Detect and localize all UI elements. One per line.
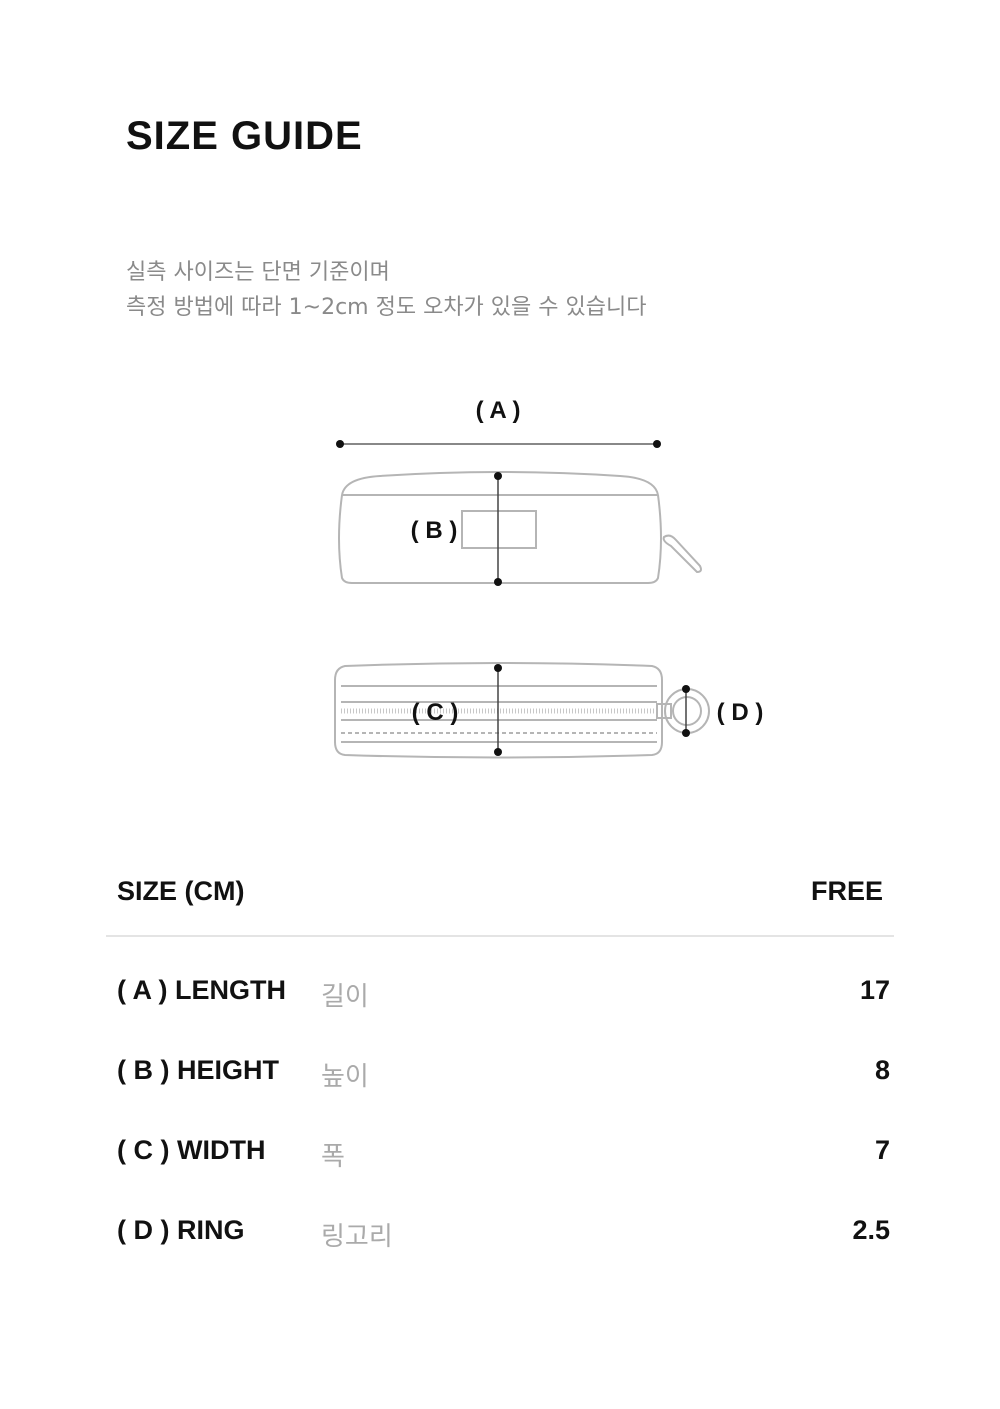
- table-row: ( C ) WIDTH 폭 7: [0, 1135, 1000, 1175]
- row-value: 17: [859, 975, 890, 1005]
- label-d: ( D ): [717, 699, 764, 726]
- notice-line-2: 측정 방법에 따라 1~2cm 정도 오차가 있을 수 있습니다: [126, 295, 647, 320]
- label-b: ( B ): [411, 517, 458, 544]
- row-value: 8: [874, 1055, 890, 1085]
- pouch-top-view: [334, 662, 710, 759]
- label-a: ( A ): [476, 397, 521, 424]
- table-row: ( A ) LENGTH 길이 17: [0, 975, 1000, 1015]
- table-row: ( B ) HEIGHT 높이 8: [0, 1055, 1000, 1095]
- table-header-size: FREE: [810, 876, 883, 906]
- row-label-ko: 길이: [321, 982, 369, 1012]
- row-label: ( A ) LENGTH: [117, 975, 286, 1005]
- pouch-side-view: [338, 471, 702, 584]
- row-label-ko: 폭: [321, 1142, 345, 1172]
- row-label-ko: 높이: [321, 1062, 369, 1092]
- row-label: ( C ) WIDTH: [117, 1135, 266, 1165]
- table-header-label: SIZE (CM): [117, 876, 245, 906]
- notice-line-1: 실측 사이즈는 단면 기준이며: [126, 260, 390, 285]
- divider: [106, 935, 894, 937]
- table-row: ( D ) RING 링고리 2.5: [0, 1215, 1000, 1255]
- row-label: ( B ) HEIGHT: [117, 1055, 279, 1085]
- label-c: ( C ): [412, 699, 459, 726]
- measure-lines: [336, 440, 690, 756]
- row-label: ( D ) RING: [117, 1215, 245, 1245]
- product-diagram: ( A ) ( B ) ( C ) ( D ): [334, 397, 764, 759]
- row-value: 7: [874, 1135, 890, 1165]
- row-value: 2.5: [852, 1215, 890, 1245]
- page-title: SIZE GUIDE: [126, 114, 363, 158]
- row-label-ko: 링고리: [321, 1222, 393, 1252]
